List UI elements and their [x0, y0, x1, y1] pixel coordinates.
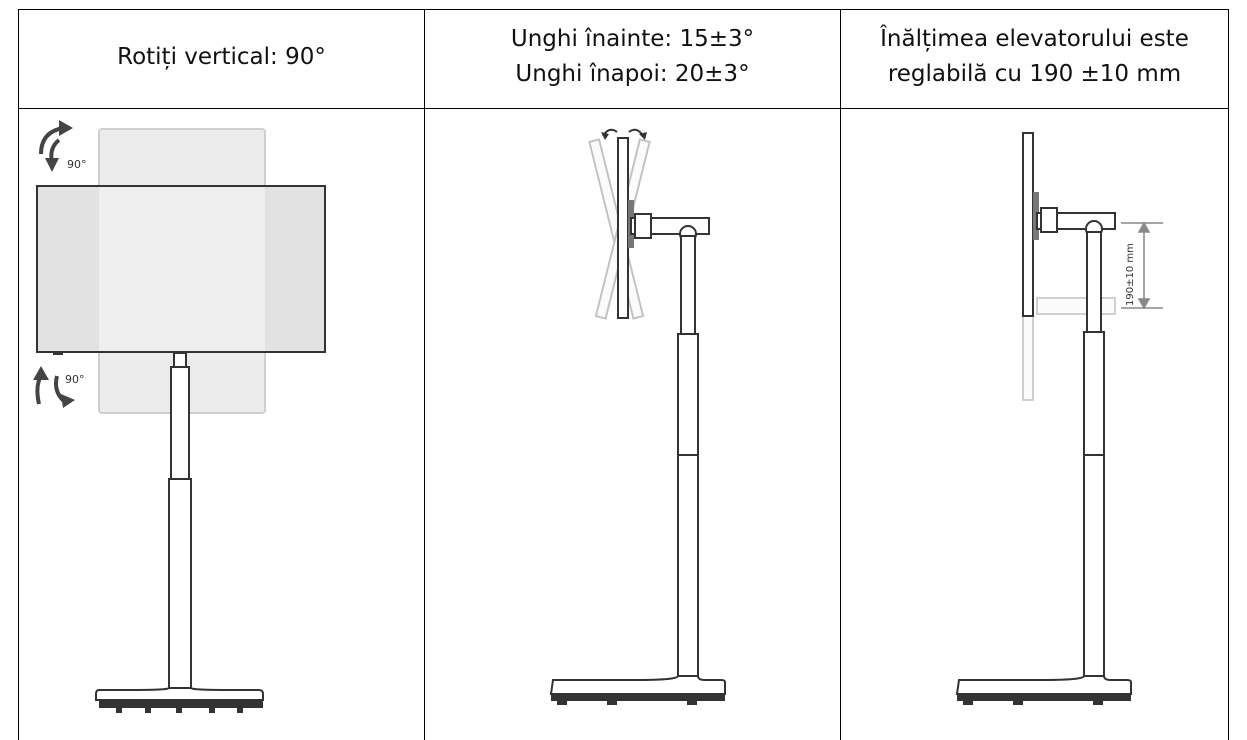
- tilt-forward-arrow-icon: [601, 128, 618, 140]
- rotate-down-icon: [54, 375, 75, 408]
- header-tilt-line-1: Unghi înainte: 15±3°: [510, 26, 755, 52]
- rotate-top-label: 90°: [67, 158, 87, 171]
- stand-pole-lower: [168, 478, 192, 690]
- rotate-up-icon: [33, 366, 49, 405]
- tilt-base: [549, 675, 726, 695]
- column-divider-2: [840, 9, 841, 740]
- landscape-screen-overlap: [99, 187, 265, 351]
- tilt-screen: [617, 137, 629, 319]
- height-figure: 190±10 mm: [955, 132, 1163, 705]
- height-pole-lower: [1083, 331, 1105, 679]
- tilt-pole-upper: [680, 235, 696, 335]
- header-height: Înălțimea elevatorului este reglabilă cu…: [841, 22, 1228, 92]
- rotate-clockwise-icon: [39, 120, 73, 155]
- rotate-counterclockwise-icon: [45, 138, 61, 172]
- header-tilt-line-2: Unghi înapoi: 20±3°: [515, 61, 750, 87]
- height-dimension-arrow-icon: [1121, 221, 1163, 310]
- stand-base: [95, 687, 264, 701]
- tilt-back-arrow-icon: [628, 128, 647, 140]
- header-rotate-line-1: Rotiți vertical: 90°: [117, 44, 326, 70]
- table-right-border: [1228, 9, 1229, 740]
- height-base: [955, 675, 1132, 695]
- tilt-pole-lower: [677, 333, 699, 681]
- header-rotate: Rotiți vertical: 90°: [19, 40, 424, 75]
- rotate-bottom-label: 90°: [65, 373, 85, 386]
- height-dimension-label: 190±10 mm: [1125, 243, 1136, 306]
- height-pole-upper: [1086, 231, 1102, 333]
- tilt-figure: [549, 128, 726, 705]
- height-screen: [1022, 132, 1034, 317]
- stand-pole-upper: [170, 366, 190, 480]
- rotation-figure: 90° 90°: [33, 120, 326, 713]
- stand-neck: [173, 352, 187, 368]
- header-height-line-2: reglabilă cu 190 ±10 mm: [887, 61, 1182, 87]
- header-height-line-1: Înălțimea elevatorului este: [880, 26, 1189, 52]
- header-tilt: Unghi înainte: 15±3° Unghi înapoi: 20±3°: [425, 22, 840, 92]
- column-divider-1: [424, 9, 425, 740]
- table-top-border: [18, 9, 1228, 10]
- header-divider: [18, 108, 1228, 109]
- table-left-border: [18, 9, 19, 740]
